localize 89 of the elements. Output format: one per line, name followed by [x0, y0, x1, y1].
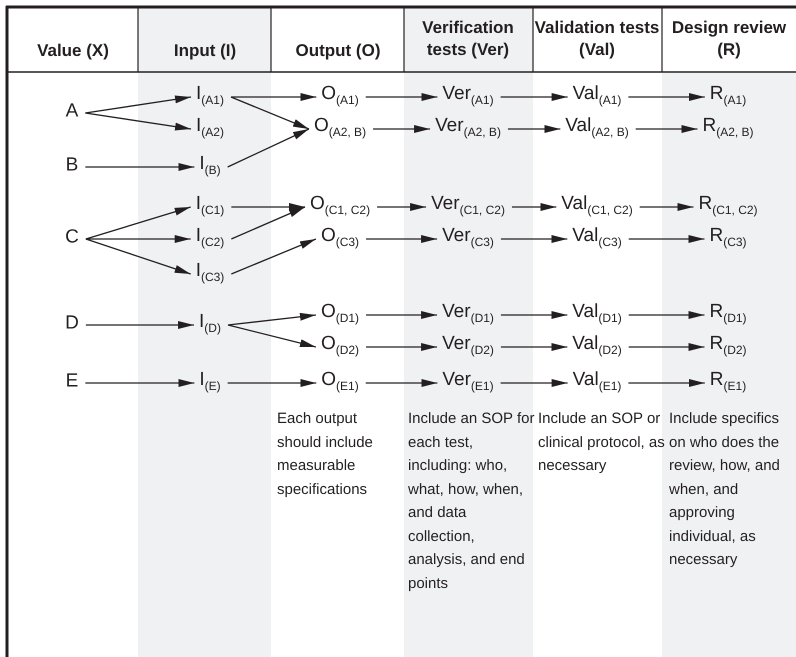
arrow [628, 343, 704, 351]
arrow [377, 203, 426, 211]
arrow [500, 343, 568, 351]
arrow [231, 238, 316, 275]
node-label: R$_{(C1, C2)}$ [698, 194, 758, 216]
arrow [85, 112, 192, 131]
node-label: I$_{(C3)}$ [196, 261, 224, 283]
column-note: Each output should include measurable specifications [277, 409, 374, 500]
arrow [512, 203, 556, 211]
arrow [227, 128, 310, 168]
arrow [628, 379, 705, 387]
arrow [366, 311, 438, 319]
node-label: Val$_{(D1)}$ [572, 302, 622, 324]
node-label: D [65, 314, 79, 332]
node-label: I$_{(E)}$ [199, 370, 221, 392]
column-header: Validation tests (Val) [534, 17, 660, 61]
arrow [628, 235, 704, 243]
node-label: O$_{(D2)}$ [320, 334, 360, 356]
node-label: R$_{(D2)}$ [709, 334, 747, 356]
arrow [373, 125, 430, 133]
arrow [628, 311, 704, 319]
node-label: I$_{(D)}$ [199, 312, 221, 334]
node-label: I$_{(A1)}$ [196, 84, 224, 106]
node-label: O$_{(C1, C2)}$ [310, 194, 370, 216]
node-label: Val$_{(A1)}$ [572, 84, 622, 106]
node-label: R$_{(E1)}$ [710, 370, 746, 392]
arrow [640, 203, 694, 211]
node-label: R$_{(A1)}$ [710, 84, 746, 106]
node-label: Val$_{(C3)}$ [572, 226, 622, 248]
node-label: I$_{(C2)}$ [196, 226, 224, 248]
node-label: Val$_{(C1, C2)}$ [561, 194, 633, 216]
column-note: Include an SOP or clinical protocol, as necessary [538, 409, 666, 476]
arrow [231, 203, 305, 211]
node-label: O$_{(C3)}$ [320, 226, 360, 248]
arrow [500, 93, 568, 101]
arrow [230, 96, 310, 130]
arrow [86, 238, 191, 275]
arrow [366, 379, 438, 387]
node-label: Ver$_{(E1)}$ [442, 370, 494, 392]
arrow [85, 379, 194, 387]
node-label: Ver$_{(C3)}$ [442, 226, 494, 248]
arrow [366, 93, 438, 101]
arrow [231, 206, 306, 240]
node-label: B [66, 156, 78, 174]
arrow [636, 125, 698, 133]
arrow [85, 95, 192, 114]
column-header: Value (X) [36, 40, 110, 62]
node-label: Val$_{(A2, B)}$ [565, 116, 629, 138]
node-label: C [65, 228, 79, 246]
arrow [228, 379, 316, 387]
node-label: I$_{(B)}$ [199, 154, 221, 176]
node-label: R$_{(D1)}$ [709, 302, 747, 324]
arrow [500, 379, 568, 387]
node-label: Ver$_{(D2)}$ [442, 334, 494, 356]
node-label: A [66, 102, 78, 120]
arrow [228, 324, 316, 348]
node-label: R$_{(A2, B)}$ [702, 116, 754, 138]
node-label: Ver$_{(A1)}$ [442, 84, 494, 106]
node-label: Ver$_{(D1)}$ [442, 302, 494, 324]
arrow [508, 125, 560, 133]
node-label: I$_{(C1)}$ [196, 194, 224, 216]
column-header: Input (I) [172, 40, 238, 62]
arrow [228, 312, 316, 326]
column-header: Design review (R) [670, 17, 788, 61]
node-label: Val$_{(E1)}$ [572, 370, 622, 392]
column-note: Include an SOP for each test, including: who, what, how, when, and data collection, analysis, and end points [408, 409, 536, 594]
column-header: Verification tests (Ver) [421, 17, 515, 61]
node-label: O$_{(A1)}$ [321, 84, 359, 106]
arrow [85, 163, 194, 171]
arrow [366, 235, 438, 243]
node-label: O$_{(D1)}$ [320, 302, 360, 324]
node-label: Ver$_{(C1, C2)}$ [431, 194, 505, 216]
node-label: O$_{(A2, B)}$ [314, 116, 366, 138]
node-label: I$_{(A2)}$ [196, 116, 224, 138]
arrow [628, 93, 705, 101]
node-label: E [66, 372, 78, 390]
arrow [230, 93, 316, 101]
arrow [500, 311, 568, 319]
column-header: Output (O) [294, 40, 382, 62]
arrow [366, 343, 438, 351]
node-label: R$_{(C3)}$ [709, 226, 747, 248]
arrow [86, 321, 194, 329]
node-label: Val$_{(D2)}$ [572, 334, 622, 356]
node-label: O$_{(E1)}$ [321, 370, 359, 392]
arrow [86, 206, 191, 240]
node-label: Ver$_{(A2, B)}$ [435, 116, 501, 138]
arrow [86, 235, 191, 243]
arrow [500, 235, 568, 243]
column-note: Include specifics on who does the review, how, and when, and approving individual, as necessary [669, 409, 781, 570]
